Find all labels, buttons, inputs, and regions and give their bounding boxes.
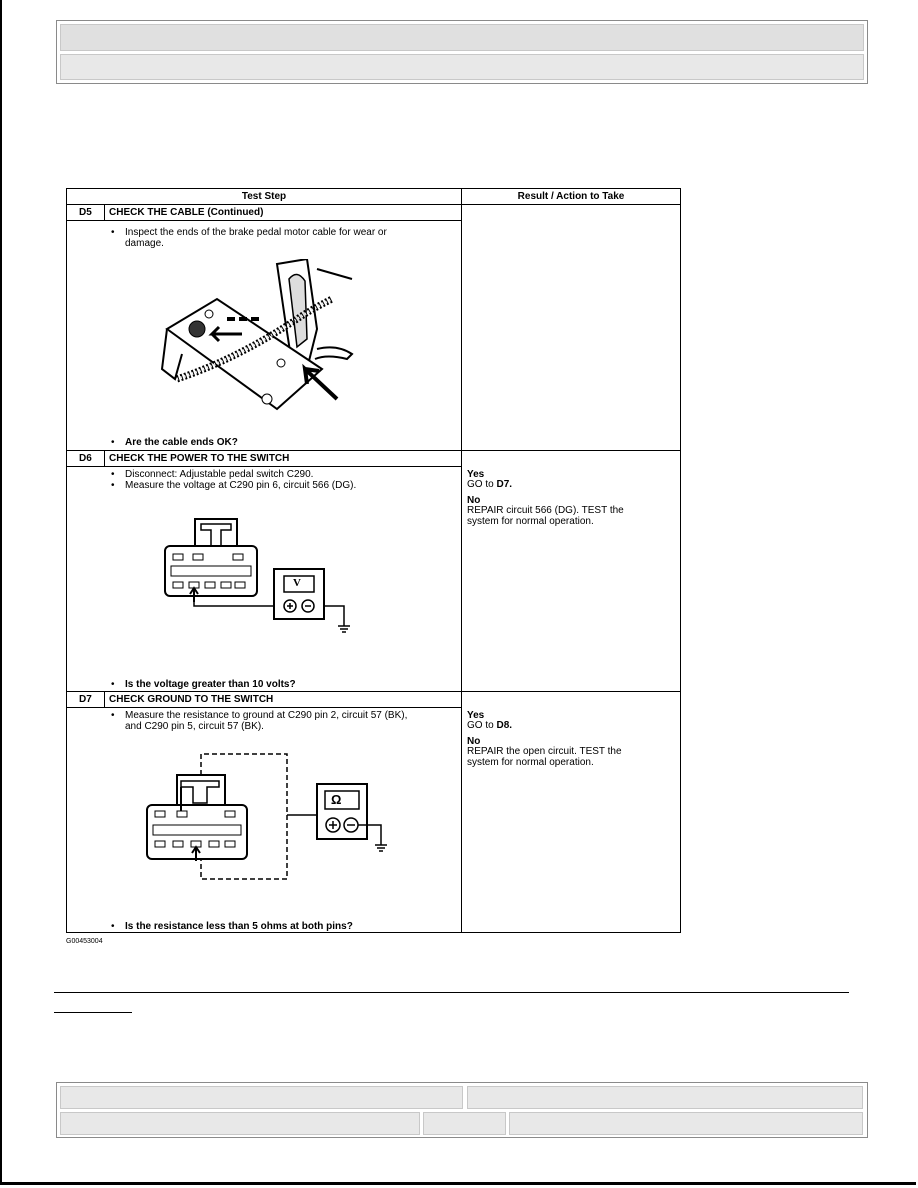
d6-row-end <box>67 691 680 692</box>
d6-instruction-2: Measure the voltage at C290 pin 6, circu… <box>125 480 357 491</box>
d5-instruction-line2: damage. <box>125 238 164 249</box>
brake-pedal-cable-illustration <box>160 259 354 411</box>
id-divider-d6 <box>104 451 105 466</box>
header-title-bar <box>60 24 864 51</box>
id-divider-d7 <box>104 692 105 707</box>
d7-yes-action: GO to D8. <box>467 720 513 731</box>
col-header-result: Result / Action to Take <box>517 191 625 202</box>
d5-instruction-line1: Inspect the ends of the brake pedal moto… <box>125 227 387 238</box>
header-row-divider <box>67 204 680 205</box>
d6-title-divider <box>67 466 461 467</box>
step-title-d5: CHECK THE CABLE (Continued) <box>109 207 264 218</box>
bullet-dot: • <box>111 679 115 690</box>
column-divider-bottom <box>461 909 462 933</box>
step-id-d5: D5 <box>79 207 92 218</box>
d7-no-label: No <box>467 736 481 747</box>
step-id-d7: D7 <box>79 694 92 705</box>
bullet-dot: • <box>111 480 115 491</box>
step-id-d6: D6 <box>79 453 92 464</box>
d7-yes-label: Yes <box>467 710 485 721</box>
voltage-test-diagram <box>164 518 350 633</box>
d6-yes-label: Yes <box>467 469 485 480</box>
id-divider-d5 <box>104 205 105 220</box>
footer-cell-right-top <box>467 1086 863 1109</box>
column-divider <box>461 189 462 909</box>
page-footer <box>56 1082 868 1138</box>
step-title-d7: CHECK GROUND TO THE SWITCH <box>109 694 274 705</box>
bullet-dot: • <box>111 921 115 932</box>
d6-yes-action: GO to D7. <box>467 479 513 490</box>
step-title-d6: CHECK THE POWER TO THE SWITCH <box>109 453 290 464</box>
voltmeter-symbol: V <box>293 577 301 589</box>
d6-question: Is the voltage greater than 10 volts? <box>125 679 296 690</box>
bullet-dot: • <box>111 710 115 721</box>
d7-title-divider <box>67 707 461 708</box>
footer-divider <box>54 992 849 993</box>
col-header-test-step: Test Step <box>241 191 287 202</box>
figure-code: G00453004 <box>66 938 103 945</box>
d5-question: Are the cable ends OK? <box>125 437 238 448</box>
page-header <box>56 20 868 84</box>
footer-cell-bottom-3 <box>509 1112 863 1135</box>
bullet-dot: • <box>111 227 115 238</box>
header-subtitle-bar <box>60 54 864 80</box>
d7-no-action-line2: system for normal operation. <box>467 757 594 768</box>
d6-no-label: No <box>467 495 481 506</box>
bullet-dot: • <box>111 437 115 448</box>
bullet-dot: • <box>111 469 115 480</box>
d6-no-action-line1: REPAIR circuit 566 (DG). TEST the <box>467 505 624 516</box>
ohmmeter-symbol: Ω <box>331 792 342 807</box>
footer-cell-bottom-1 <box>60 1112 420 1135</box>
d6-instruction-1: Disconnect: Adjustable pedal switch C290… <box>125 469 314 480</box>
d5-title-divider <box>67 220 461 221</box>
diagnostic-table: Test Step Result / Action to Take D5 CHE… <box>66 188 681 933</box>
d7-question: Is the resistance less than 5 ohms at bo… <box>125 921 353 932</box>
d7-no-action-line1: REPAIR the open circuit. TEST the <box>467 746 622 757</box>
footer-cell-bottom-2 <box>423 1112 506 1135</box>
resistance-test-diagram <box>146 753 387 880</box>
d7-instruction-line1: Measure the resistance to ground at C290… <box>125 710 408 721</box>
footer-link-underline <box>54 1012 132 1013</box>
footer-cell-left-top <box>60 1086 463 1109</box>
d5-row-end <box>67 450 680 451</box>
d7-instruction-line2: and C290 pin 5, circuit 57 (BK). <box>125 721 264 732</box>
d6-no-action-line2: system for normal operation. <box>467 516 594 527</box>
